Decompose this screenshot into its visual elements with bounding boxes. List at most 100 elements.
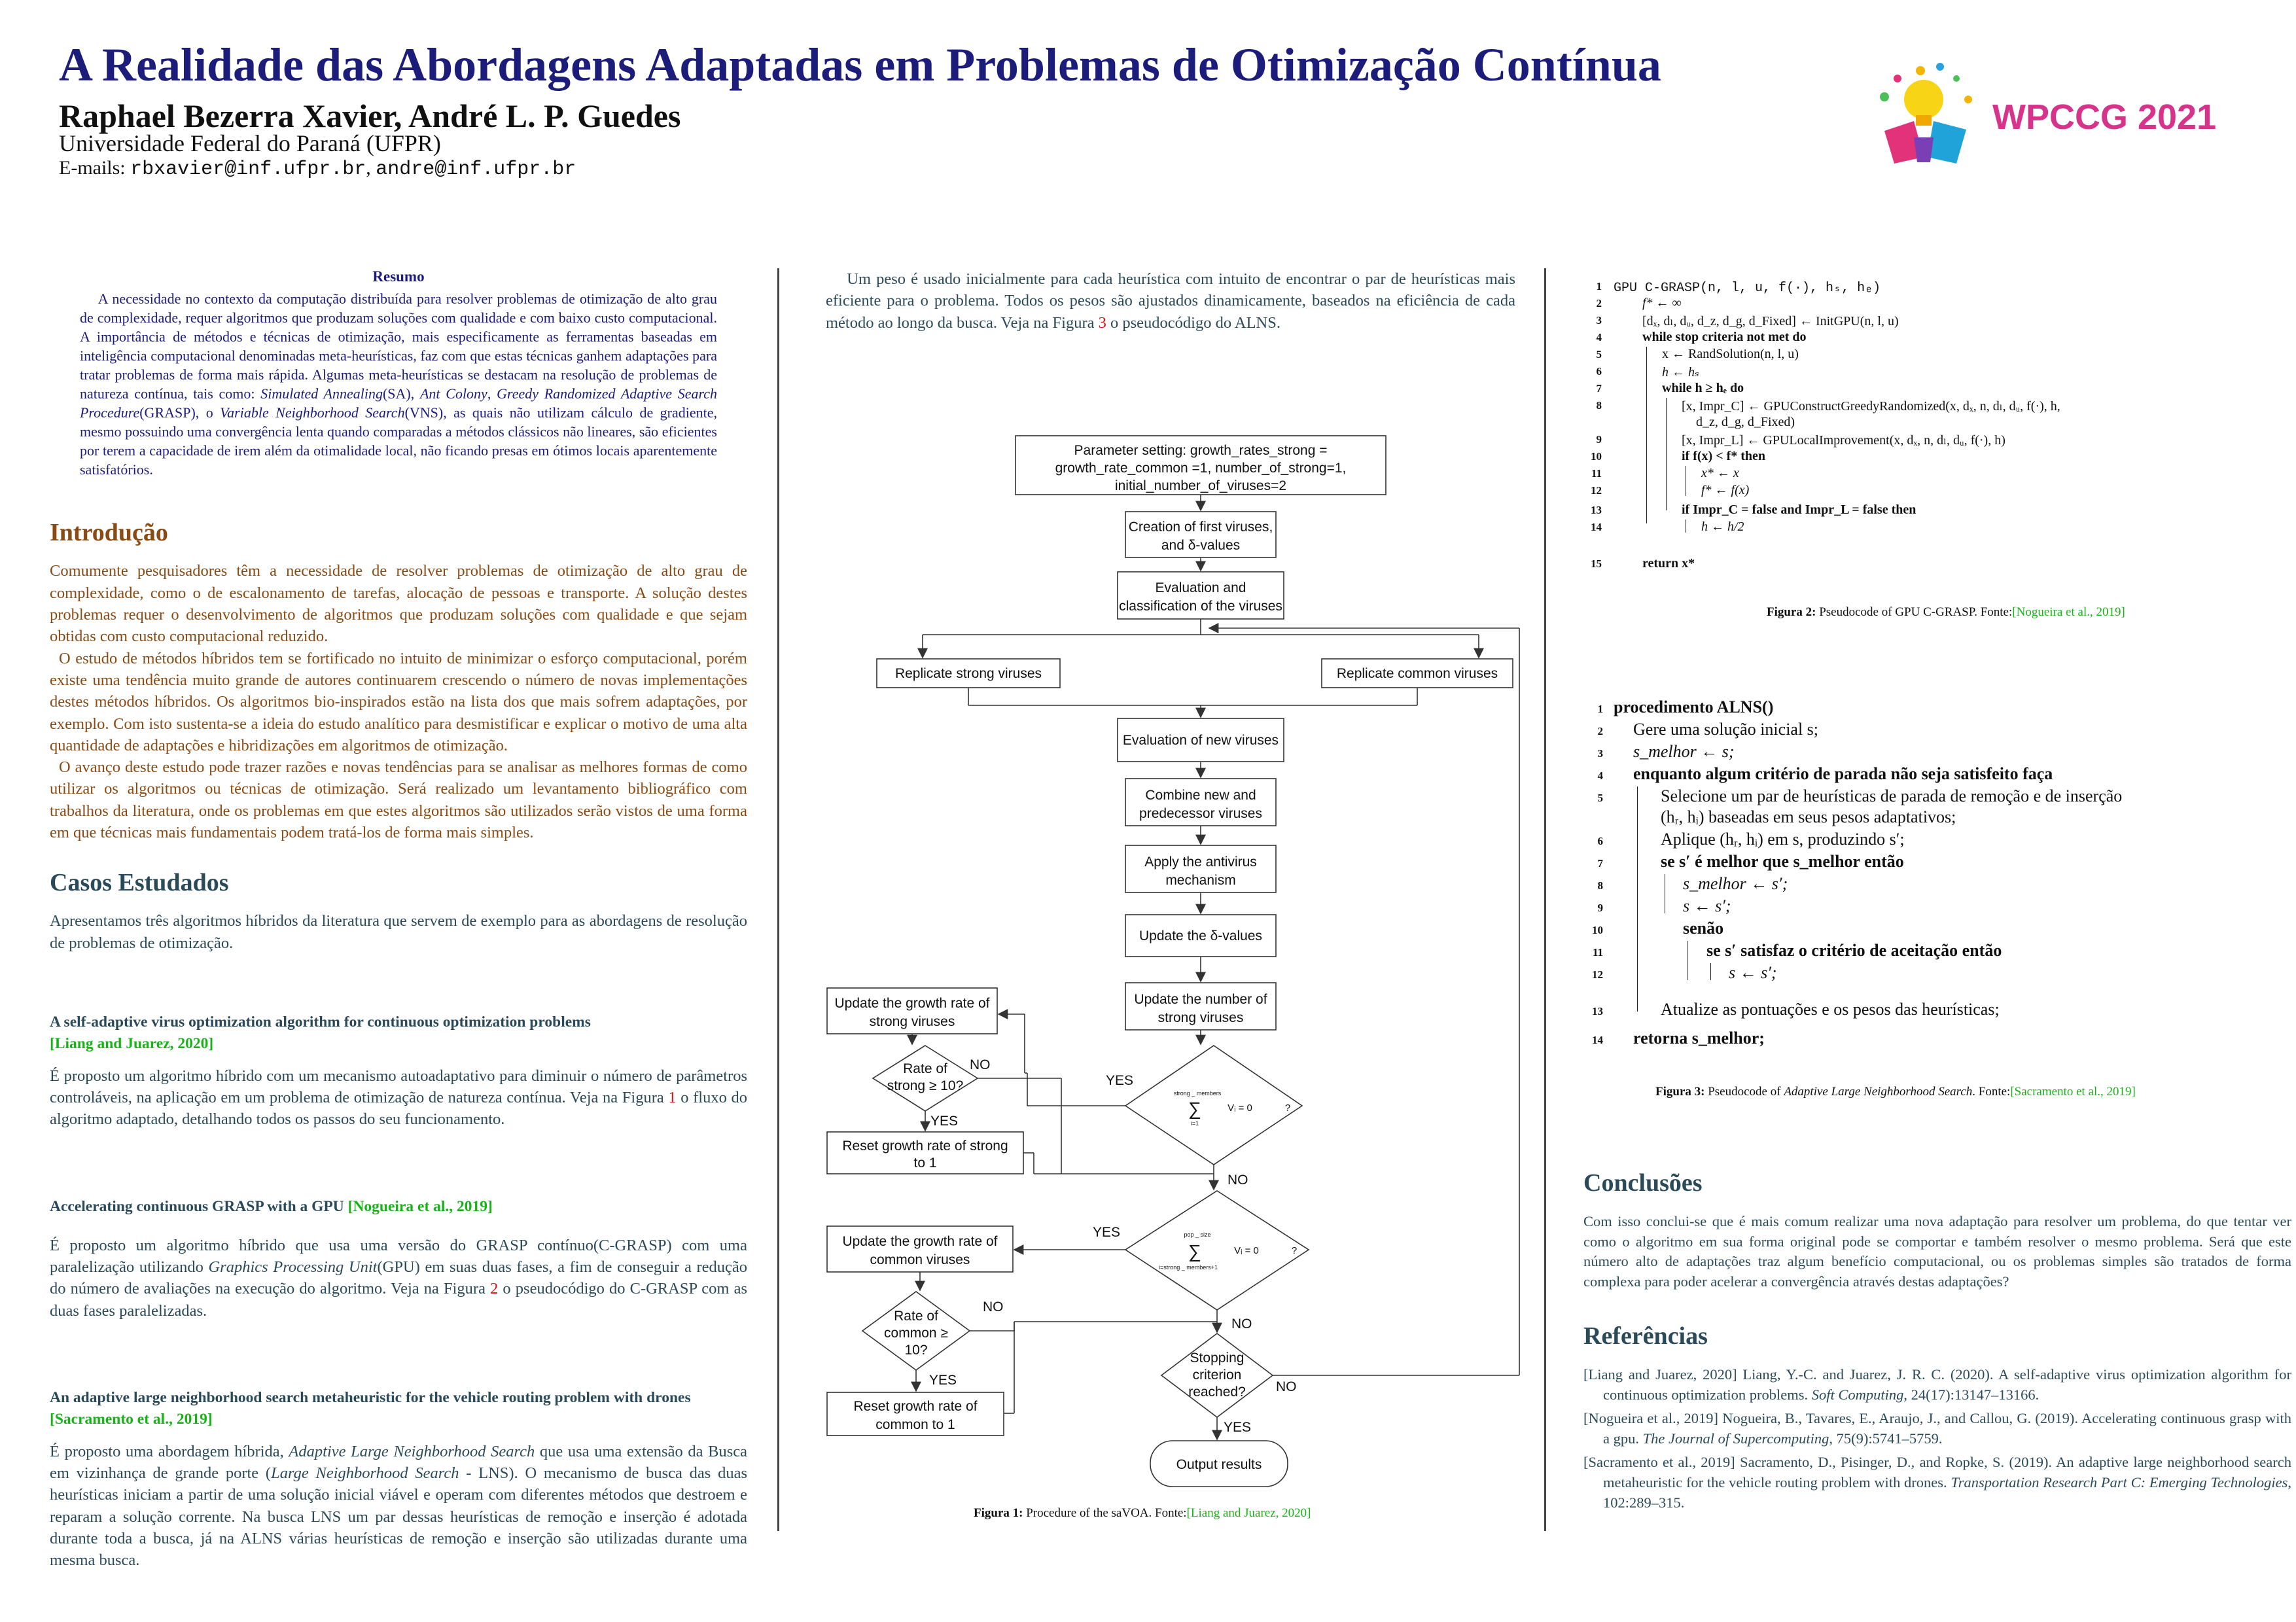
fc-sum2-bot: i=strong _ members+1 bbox=[1159, 1264, 1218, 1271]
case3-text-a: É proposto uma abordagem híbrida, bbox=[50, 1442, 289, 1460]
email-2[interactable]: andre@inf.ufpr.br bbox=[376, 158, 576, 181]
wpccg-logo-icon bbox=[1880, 63, 1972, 164]
intro-body: Comumente pesquisadores têm a necessidad… bbox=[50, 560, 747, 843]
a2-t12: s ← s′; bbox=[1729, 963, 1777, 982]
fc-rate-strong-l2: strong ≥ 10? bbox=[887, 1078, 964, 1093]
a2-ln11: 11 bbox=[1592, 946, 1603, 959]
a2-t13: Atualize as pontuações e os pesos das he… bbox=[1661, 1000, 2000, 1019]
case3-title: An adaptive large neighborhood search me… bbox=[50, 1387, 747, 1430]
a2-ln13: 13 bbox=[1592, 1005, 1603, 1017]
fc-ugr-strong-l1: Update the growth rate of bbox=[835, 996, 990, 1011]
a2-ln5: 5 bbox=[1597, 792, 1604, 804]
case1-title: A self-adaptive virus optimization algor… bbox=[50, 1012, 747, 1055]
a2-t1: procedimento ALNS() bbox=[1614, 697, 1774, 716]
intro-p3: O avanço deste estudo pode trazer razões… bbox=[50, 758, 747, 842]
case2-text-c: o pseudocódigo do C-GRASP com as duas fa… bbox=[50, 1280, 748, 1320]
conclusions-text: Com isso conclui-se que é mais comum rea… bbox=[1583, 1213, 2291, 1290]
a2-t9: s ← s′; bbox=[1683, 896, 1731, 915]
case3-title-text: An adaptive large neighborhood search me… bbox=[50, 1388, 691, 1406]
fc-reset-common-l2: common to 1 bbox=[875, 1417, 955, 1432]
case2-figref[interactable]: 2 bbox=[490, 1280, 499, 1298]
fig3-cite[interactable]: [Sacramento et al., 2019] bbox=[2010, 1085, 2136, 1099]
case2-title-text: Accelerating continuous GRASP with a GPU bbox=[50, 1197, 344, 1215]
a1-t4: while stop criteria not met do bbox=[1642, 330, 1807, 344]
col2-text-b: o pseudocódigo do ALNS. bbox=[1106, 313, 1280, 332]
case1-text-a: É proposto um algoritmo híbrido com um m… bbox=[50, 1067, 747, 1107]
logo-text: WPCCG 2021 bbox=[1992, 97, 2217, 137]
fc-rate-common-l1: Rate of bbox=[894, 1309, 938, 1324]
fc-eval-l1: Evaluation and bbox=[1156, 580, 1246, 595]
a1-ln2: 2 bbox=[1596, 297, 1602, 309]
fc-rate-common-l2: common ≥ bbox=[884, 1326, 948, 1341]
fc-combine-l2: predecessor viruses bbox=[1139, 806, 1262, 821]
a1-t8: [x, Impr_C] ← GPUConstructGreedyRandomiz… bbox=[1682, 399, 2060, 414]
fc-output: Output results bbox=[1176, 1457, 1262, 1472]
a1-t6: h ← hₛ bbox=[1662, 365, 1699, 379]
a1-line1: GPU C-GRASP(n, l, u, f(·), hₛ, hₑ) bbox=[1614, 279, 1881, 296]
figure2-caption: Figura 2: Pseudocode of GPU C-GRASP. Fon… bbox=[1767, 605, 2125, 620]
a1-ln7: 7 bbox=[1596, 382, 1602, 395]
a1-ln1: 1 bbox=[1596, 280, 1602, 292]
fc-no-1: NO bbox=[970, 1057, 991, 1072]
fc-sum2-eq: Vᵢ = 0 bbox=[1234, 1245, 1259, 1256]
case3-text: É proposto uma abordagem híbrida, Adapti… bbox=[50, 1441, 747, 1572]
email-1[interactable]: rbxavier@inf.ufpr.br bbox=[130, 158, 366, 181]
abstract-em4: Variable Neighborhood Search bbox=[220, 404, 405, 421]
a1-ln14: 14 bbox=[1591, 521, 1602, 533]
fc-update-num-l1: Update the number of bbox=[1134, 992, 1267, 1007]
fc-creation-l2: and δ-values bbox=[1161, 538, 1240, 553]
abstract-t3: (GRASP), o bbox=[139, 404, 221, 421]
a1-t3: [dₓ, dₗ, dᵤ, d_z, d_g, d_Fixed] ← InitGP… bbox=[1642, 314, 1899, 328]
column-left: Resumo A necessidade no contexto da comp… bbox=[50, 268, 747, 1572]
case3-cite[interactable]: [Sacramento et al., 2019] bbox=[50, 1410, 213, 1428]
conclusions-section: Conclusões Com isso conclui-se que é mai… bbox=[1583, 1169, 2291, 1292]
a1-t7: while h ≥ hₑ do bbox=[1662, 381, 1744, 395]
ref3-em: Transportation Research Part C: Emerging… bbox=[1951, 1473, 2288, 1490]
fc-ugr-common-l1: Update the growth rate of bbox=[843, 1234, 998, 1249]
ref3-a: [Sacramento et al., 2019] Sacramento, D.… bbox=[1583, 1454, 2291, 1490]
fc-eval-new: Evaluation of new viruses bbox=[1123, 733, 1279, 748]
a2-t11: se s′ satisfaz o critério de aceitação e… bbox=[1706, 941, 2002, 960]
case2-text: É proposto um algoritmo híbrido que usa … bbox=[50, 1235, 747, 1322]
fig2-cite[interactable]: [Nogueira et al., 2019] bbox=[2012, 605, 2125, 619]
ref1-b: , 24(17):13147–13166. bbox=[1903, 1386, 2040, 1403]
fc-rep-common-box bbox=[1321, 658, 1513, 688]
emails-label: E-mails: bbox=[59, 157, 126, 179]
intro-heading: Introdução bbox=[50, 519, 168, 547]
column-middle-text: Um peso é usado inicialmente para cada h… bbox=[826, 268, 1515, 334]
fig1-cite[interactable]: [Liang and Juarez, 2020] bbox=[1186, 1506, 1311, 1520]
a1-ln13: 13 bbox=[1591, 504, 1602, 516]
affiliation: Universidade Federal do Paraná (UFPR) bbox=[59, 130, 441, 156]
fc-yes-4: YES bbox=[929, 1373, 957, 1388]
a2-t5: Selecione um par de heurísticas de parad… bbox=[1661, 786, 2123, 805]
fc-param-l1: Parameter setting: growth_rates_strong = bbox=[1074, 443, 1328, 458]
a2-ln2: 2 bbox=[1597, 725, 1604, 737]
a1-ln15: 15 bbox=[1591, 557, 1602, 570]
a2-t8: s_melhor ← s′; bbox=[1683, 874, 1788, 893]
fc-sum2-top: pop _ size bbox=[1184, 1231, 1210, 1238]
column-divider-1 bbox=[777, 268, 779, 1531]
emails: E-mails: rbxavier@inf.ufpr.br, andre@inf… bbox=[59, 157, 576, 181]
references-list: [Liang and Juarez, 2020] Liang, Y.-C. an… bbox=[1583, 1365, 2291, 1513]
a2-ln3: 3 bbox=[1597, 747, 1604, 760]
case2-cite[interactable]: [Nogueira et al., 2019] bbox=[347, 1197, 493, 1215]
fc-ugr-common-box bbox=[826, 1225, 1014, 1273]
cases-intro: Apresentamos três algoritmos híbridos da… bbox=[50, 912, 747, 952]
abstract-em3: Greedy Randomized Adaptive Search Proced… bbox=[80, 385, 718, 421]
case1-figref[interactable]: 1 bbox=[668, 1089, 677, 1107]
ref2-a: [Nogueira et al., 2019] Nogueira, B., Ta… bbox=[1583, 1410, 2291, 1447]
case1-cite[interactable]: [Liang and Juarez, 2020] bbox=[50, 1034, 214, 1052]
cases-heading: Casos Estudados bbox=[50, 869, 229, 897]
a1-t15: return x* bbox=[1642, 556, 1695, 571]
fc-rep-common: Replicate common viruses bbox=[1337, 666, 1498, 681]
col2-figref[interactable]: 3 bbox=[1098, 313, 1106, 332]
references-section: Referências [Liang and Juarez, 2020] Lia… bbox=[1583, 1322, 2291, 1517]
fc-ugr-strong-l2: strong viruses bbox=[870, 1014, 955, 1029]
case2-text-a: É proposto um algoritmo híbrido que usa … bbox=[50, 1236, 747, 1276]
abstract-title: Resumo bbox=[372, 268, 425, 285]
fc-sum1-diamond bbox=[1124, 1045, 1303, 1165]
ref1-em: Soft Computing bbox=[1811, 1386, 1904, 1403]
a2-ln14: 14 bbox=[1592, 1034, 1603, 1046]
fc-creation-box bbox=[1125, 511, 1277, 558]
a2-ln8: 8 bbox=[1597, 879, 1604, 892]
